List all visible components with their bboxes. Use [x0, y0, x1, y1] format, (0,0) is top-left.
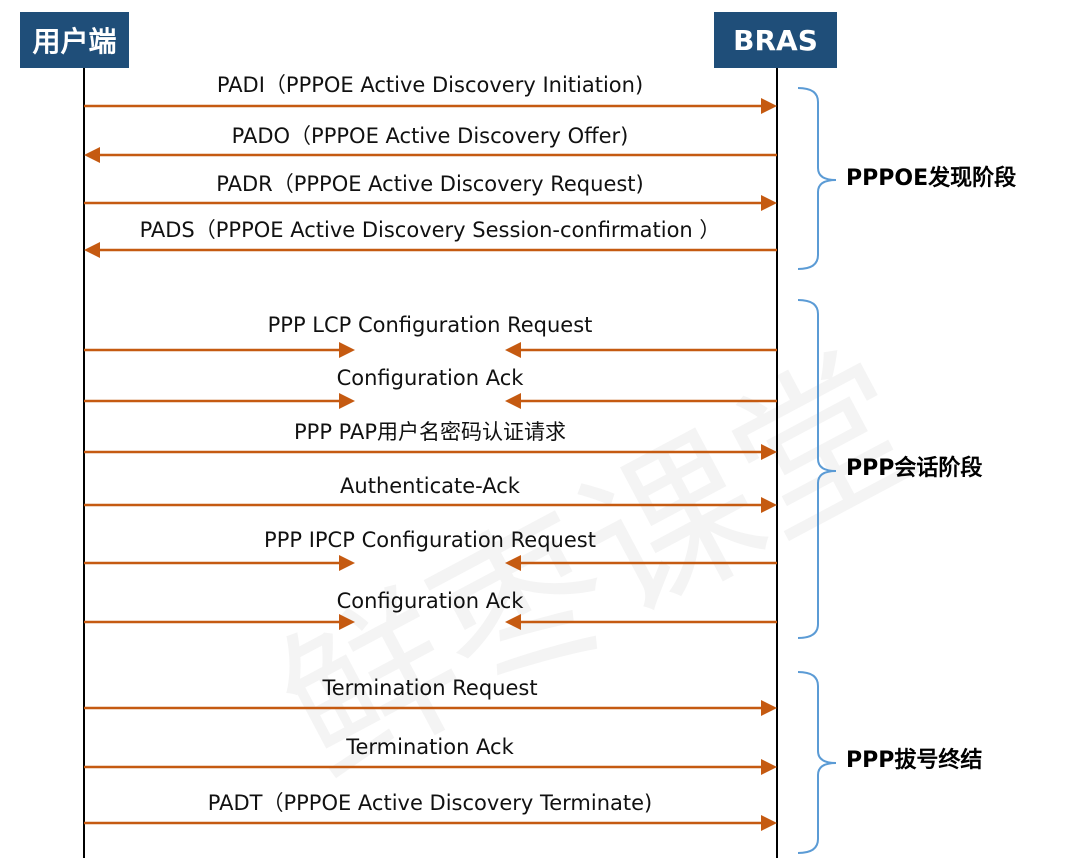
arrowhead-left [505, 342, 521, 358]
arrowhead-right [761, 815, 777, 831]
arrowhead-left [505, 614, 521, 630]
message-label: Termination Request [322, 676, 538, 700]
message-label: PPP LCP Configuration Request [267, 313, 593, 337]
message-label: Configuration Ack [336, 589, 524, 613]
phase-brace [797, 299, 837, 639]
message-label: Termination Ack [346, 735, 514, 759]
arrowhead-right [339, 614, 355, 630]
arrowhead-right [761, 444, 777, 460]
actor-bras-box: BRAS [714, 12, 837, 68]
arrowhead-right [339, 393, 355, 409]
message-label: PADI（PPPOE Active Discovery Initiation) [216, 73, 644, 97]
phase-label: PPP会话阶段 [846, 456, 983, 481]
arrowhead-left [84, 242, 100, 258]
message-label: PADT（PPPOE Active Discovery Terminate) [207, 791, 653, 815]
client-lifeline [83, 68, 85, 858]
phase-brace [797, 671, 837, 854]
message-label: PADS（PPPOE Active Discovery Session-conf… [139, 218, 721, 242]
actor-client-box: 用户端 [20, 12, 129, 68]
arrowhead-left [505, 393, 521, 409]
arrowhead-right [761, 195, 777, 211]
message-label: PPP PAP用户名密码认证请求 [293, 420, 567, 444]
arrowhead-right [761, 759, 777, 775]
message-label: PPP IPCP Configuration Request [264, 528, 596, 552]
arrowhead-left [505, 555, 521, 571]
arrowhead-right [761, 700, 777, 716]
message-label: Configuration Ack [336, 366, 524, 390]
arrowhead-right [339, 342, 355, 358]
message-label: Authenticate-Ack [340, 474, 520, 498]
arrowhead-right [761, 98, 777, 114]
arrowhead-right [761, 497, 777, 513]
message-label: PADO（PPPOE Active Discovery Offer) [231, 124, 629, 148]
message-label: PADR（PPPOE Active Discovery Request) [216, 172, 644, 196]
phase-brace [797, 87, 837, 270]
bras-lifeline [776, 68, 778, 858]
arrowhead-right [339, 555, 355, 571]
arrowhead-left [84, 147, 100, 163]
phase-label: PPPOE发现阶段 [846, 166, 1017, 191]
phase-label: PPP拔号终结 [846, 748, 983, 773]
